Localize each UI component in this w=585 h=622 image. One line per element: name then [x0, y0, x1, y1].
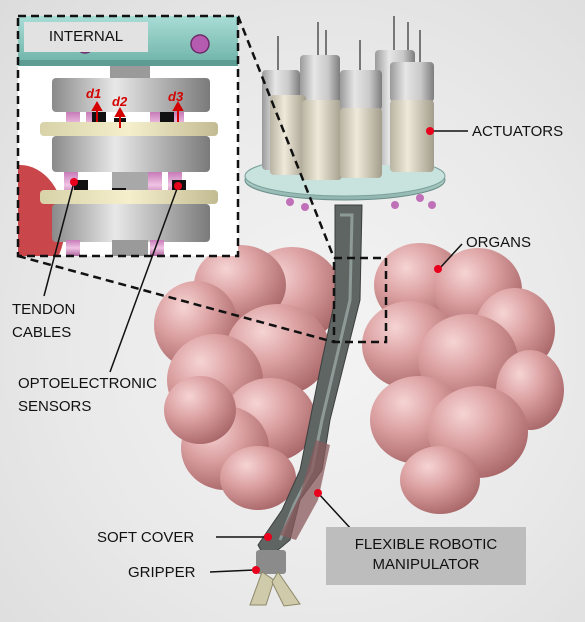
right-organ: [362, 243, 564, 514]
label-soft-cover: SOFT COVER: [97, 528, 194, 547]
internal-inset: [0, 16, 238, 285]
leader-gripper: [210, 570, 254, 572]
label-optoelectronic-sensors-line1: OPTOELECTRONIC: [18, 374, 157, 393]
label-actuators: ACTUATORS: [472, 122, 563, 141]
marker-optoelectronic-sensors: [174, 182, 182, 190]
label-optoelectronic-sensors-line2: SENSORS: [18, 397, 157, 416]
distance-label-d2: d2: [112, 94, 127, 109]
label-manipulator-line1: FLEXIBLE ROBOTIC: [326, 535, 526, 555]
actuator-assembly: [245, 16, 445, 211]
label-organs: ORGANS: [466, 233, 531, 252]
label-flexible-robotic-manipulator: FLEXIBLE ROBOTIC MANIPULATOR: [326, 535, 526, 575]
marker-gripper: [252, 566, 260, 574]
label-optoelectronic-sensors: OPTOELECTRONIC SENSORS: [18, 374, 157, 416]
distance-label-d3: d3: [168, 89, 183, 104]
marker-tendon-cables: [70, 178, 78, 186]
label-tendon-cables-line2: CABLES: [12, 323, 75, 342]
distance-label-d1: d1: [86, 86, 101, 101]
marker-manipulator: [314, 489, 322, 497]
label-manipulator-line2: MANIPULATOR: [326, 555, 526, 575]
label-tendon-cables-line1: TENDON: [12, 300, 75, 319]
label-tendon-cables: TENDON CABLES: [12, 300, 75, 342]
marker-soft-cover: [264, 533, 272, 541]
marker-actuators: [426, 127, 434, 135]
inset-title: INTERNAL: [24, 27, 148, 47]
label-gripper: GRIPPER: [128, 563, 196, 582]
leader-manipulator: [318, 493, 352, 530]
marker-organs: [434, 265, 442, 273]
